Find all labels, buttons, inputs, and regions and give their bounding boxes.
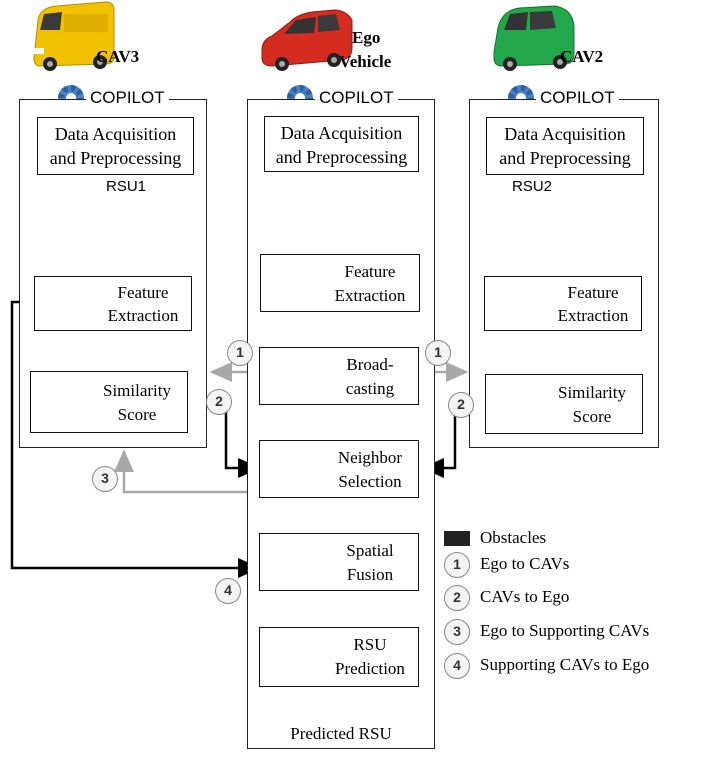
legend-badge: 3 [444,619,470,645]
legend-obstacles-label: Obstacles [480,528,547,547]
legend-step4-label: Supporting CAVs to Ego [480,655,650,674]
ego-feature-extraction-box: Feature Extraction [260,254,420,312]
cav2-vehicle-icon [493,5,575,71]
cav2-title: CAV2 [560,47,604,66]
cav3-data-acquisition-box: Data Acquisition and Preprocessing [37,117,194,175]
cav3-copilot-label: COPILOT [86,88,169,108]
step-badge: 2 [448,392,474,418]
ego-neighbor-selection-box: Neighbor Selection [259,440,419,498]
ego-title-line1: Ego [352,28,381,47]
ego-data-acquisition-box: Data Acquisition and Preprocessing [264,116,419,172]
cav2-data-acquisition-box: Data Acquisition and Preprocessing [486,117,644,175]
cav2-similarity-score-box: Similarity Score [485,374,643,434]
cav2-feature-extraction-box: Feature Extraction [484,276,642,331]
legend-step2-label: CAVs to Ego [480,587,570,606]
rsu2-label: RSU2 [512,178,553,195]
legend-badge: 1 [444,552,470,578]
legend-step3-label: Ego to Supporting CAVs [480,621,650,640]
ego-copilot-label: COPILOT [315,88,398,108]
ego-broadcasting-box: Broad- casting [259,347,419,405]
cav3-vehicle-icon [33,1,115,71]
predicted-rsu-label: Predicted RSU [290,724,392,743]
cav3-similarity-score-box: Similarity Score [30,371,188,433]
legend-badge: 2 [444,585,470,611]
ego-vehicle-icon [261,9,353,71]
legend-step1-label: Ego to CAVs [480,554,570,573]
ego-copilot-panel [247,99,435,749]
cav2-copilot-label: COPILOT [536,88,619,108]
step-badge: 3 [92,466,118,492]
ego-rsu-prediction-box: RSU Prediction [259,627,419,687]
ego-spatial-fusion-box: Spatial Fusion [259,533,419,591]
step-badge: 1 [227,340,253,366]
step-badge: 4 [215,578,241,604]
legend-obstacle-swatch [444,531,470,546]
ego-title-line2: Vehicle [339,52,392,71]
step-badge: 2 [206,389,232,415]
rsu1-label: RSU1 [106,178,147,195]
cav3-feature-extraction-box: Feature Extraction [34,276,192,331]
cav3-title: CAV3 [96,47,140,66]
step-badge: 1 [425,340,451,366]
legend-badge: 4 [444,653,470,679]
step3-arrow [114,449,259,494]
